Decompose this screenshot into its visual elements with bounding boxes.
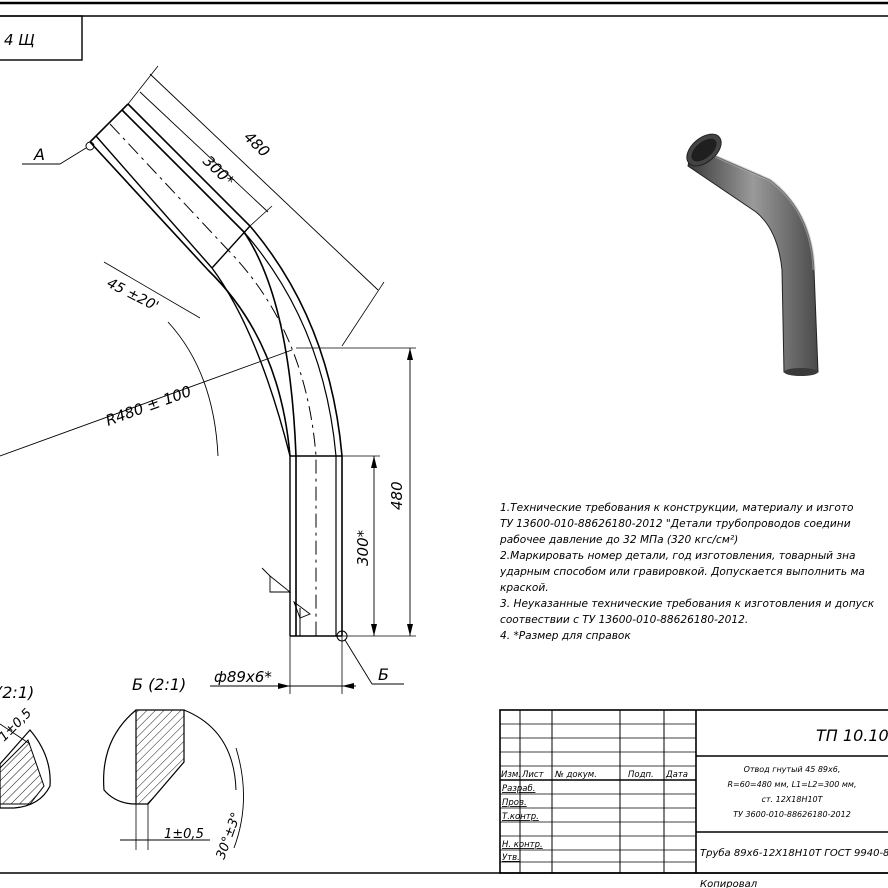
- dim-angle: 45 ±20': [103, 261, 219, 457]
- dim-angle-text: 45 ±20': [104, 275, 161, 315]
- dim-300-lower-text: 300*: [354, 529, 372, 566]
- view-b-marker: Б: [336, 630, 404, 685]
- dim-300-upper-text: 300*: [199, 152, 238, 190]
- dim-480-upper-text: 480: [240, 128, 273, 161]
- technical-notes: 1.Технические требования к конструкции, …: [500, 500, 888, 644]
- corner-stamp-text: 4 Щ: [4, 31, 35, 49]
- weld-symbols: [261, 567, 311, 619]
- note-line: 3. Неуказанные технические требования к …: [500, 598, 875, 610]
- note-line: ударным способом или гравировкой. Допуск…: [500, 566, 865, 578]
- section-b-title: Б (2:1): [132, 675, 186, 694]
- dim-diameter-text: ф89х6*: [214, 668, 272, 686]
- dim-480-upper: 480: [127, 65, 385, 347]
- note-line: 1.Технические требования к конструкции, …: [500, 502, 854, 514]
- note-line: 2.Маркировать номер детали, год изготовл…: [500, 550, 856, 562]
- note-line: соотвествии с ТУ 13600-010-88626180-2012…: [500, 614, 749, 626]
- corner-stamp: 4 Щ: [0, 15, 83, 61]
- section-b-detail: 1±0,5 30°±3°: [103, 709, 245, 861]
- dim-300-lower: 300*: [342, 455, 380, 636]
- view-a-label: А: [33, 145, 45, 164]
- dim-radius: R480 ± 100: [0, 349, 293, 457]
- view-b-label: Б: [378, 665, 389, 684]
- section-a-title: (2:1): [0, 683, 34, 702]
- section-a-detail: 1±0,5: [0, 706, 51, 809]
- pipe-3d-render: [686, 133, 819, 376]
- note-line: 4. *Размер для справок: [500, 630, 631, 642]
- pipe-main-view: [89, 103, 343, 637]
- note-line: краской.: [500, 582, 549, 594]
- dim-diameter: ф89х6*: [210, 636, 356, 694]
- view-a-marker: А: [22, 141, 95, 165]
- note-line: ТУ 13600-010-88626180-2012 "Детали трубо…: [500, 518, 851, 530]
- dim-480-lower-text: 480: [388, 481, 406, 510]
- dim-300-upper: 300*: [139, 91, 273, 227]
- note-line: рабочее давление до 32 МПа (320 кгс/см²): [500, 534, 739, 546]
- bevel-angle-text: 30°±3°: [214, 810, 245, 861]
- dim-480-lower: 480: [296, 347, 416, 637]
- chamfer-b-text: 1±0,5: [164, 827, 204, 842]
- chamfer-a-text: 1±0,5: [0, 706, 35, 745]
- dim-radius-text: R480 ± 100: [103, 382, 194, 430]
